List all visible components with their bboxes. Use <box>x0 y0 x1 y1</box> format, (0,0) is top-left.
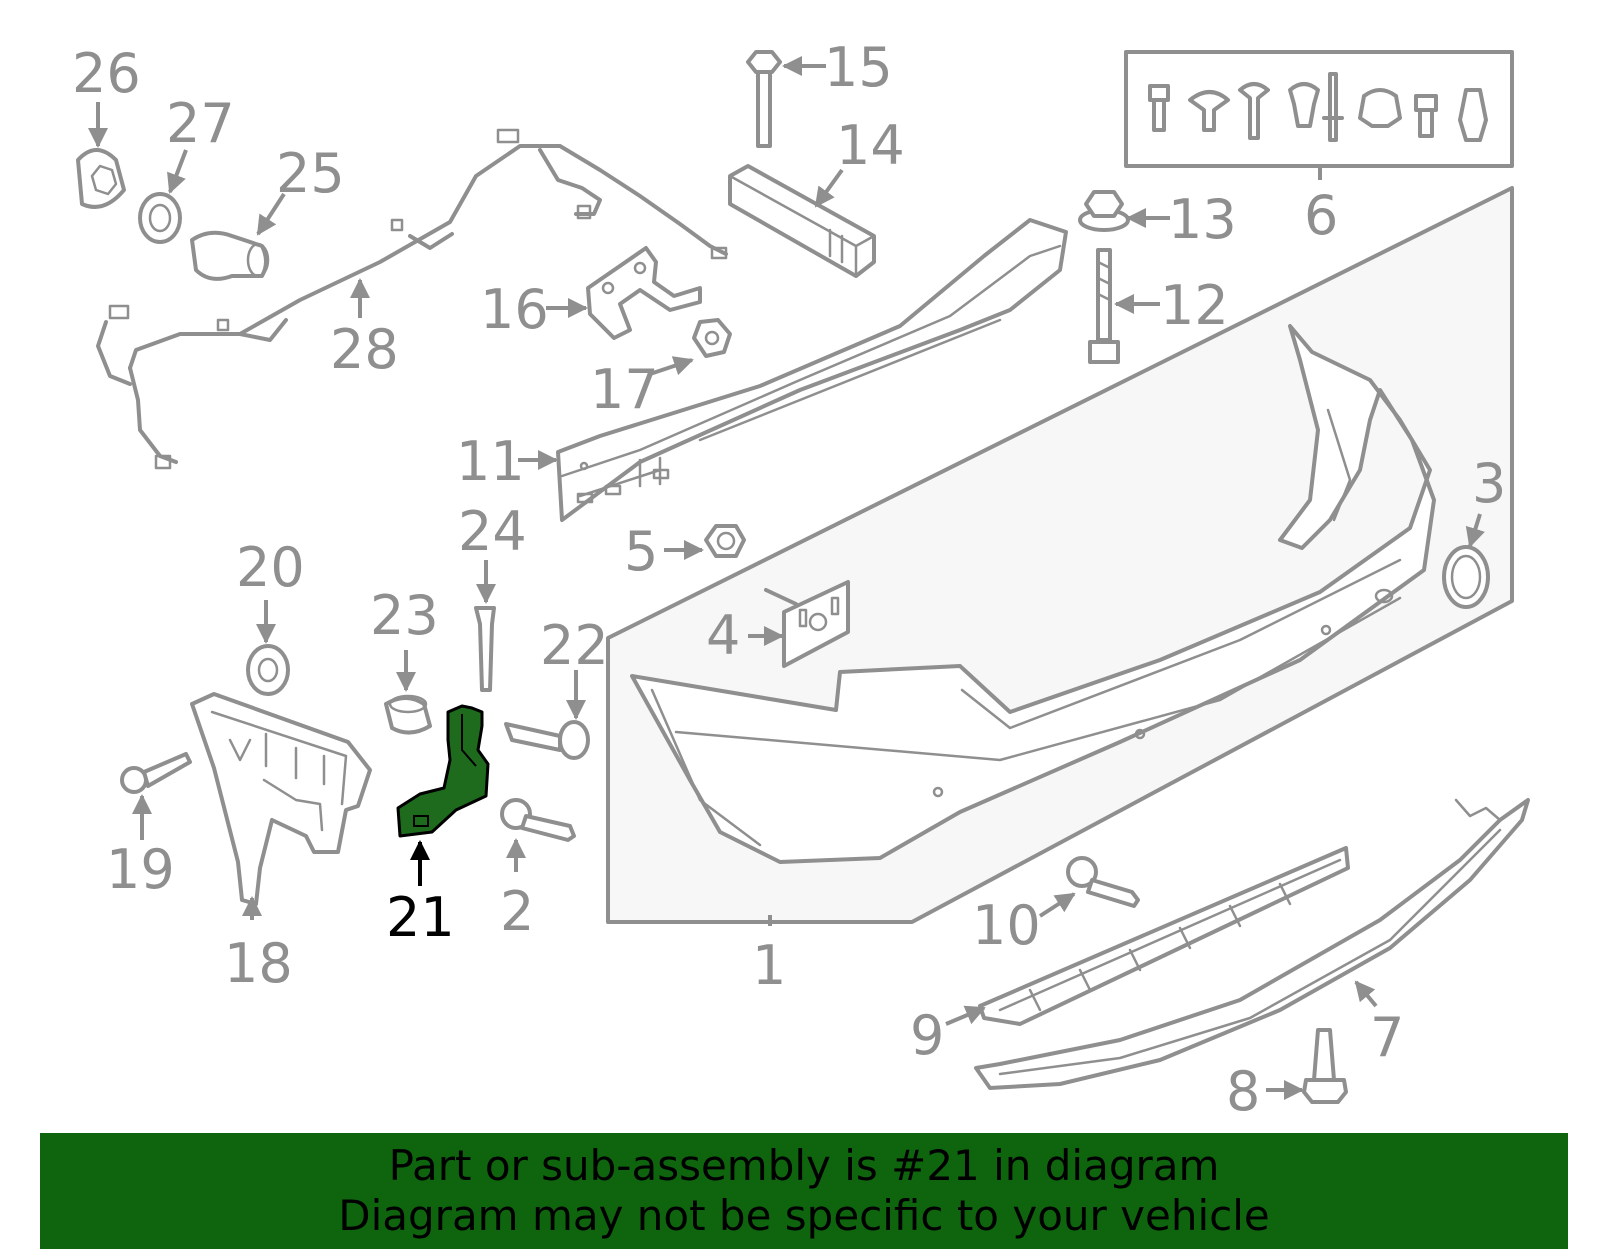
callout-22: 22 <box>540 614 609 677</box>
callout-8: 8 <box>1226 1060 1260 1123</box>
part-27-sensor-ring <box>138 192 182 244</box>
callout-25: 25 <box>276 142 345 205</box>
callout-5: 5 <box>624 520 658 583</box>
callout-27: 27 <box>166 92 235 155</box>
part-8-screw <box>1302 1028 1348 1104</box>
part-7-valance <box>974 798 1530 1090</box>
callout-6: 6 <box>1304 184 1338 247</box>
part-25-sensor <box>190 230 270 281</box>
part-2-screw <box>500 798 576 842</box>
part-14-absorber <box>728 164 876 278</box>
callout-20: 20 <box>236 536 305 599</box>
part-22-screw <box>504 720 590 760</box>
banner-line-part: Part or sub-assembly is #21 in diagram <box>388 1141 1220 1190</box>
callout-24: 24 <box>458 500 527 563</box>
callout-1: 1 <box>752 934 786 997</box>
part-19-bolt <box>120 752 192 794</box>
part-17-push-nut <box>692 318 732 358</box>
callout-15: 15 <box>824 36 893 99</box>
callout-10: 10 <box>972 894 1041 957</box>
callout-16: 16 <box>480 278 549 341</box>
callout-13: 13 <box>1168 188 1237 251</box>
callout-labels: 1 2 3 4 5 6 7 8 9 10 11 12 13 14 15 16 1… <box>72 36 1506 1123</box>
part-20-washer <box>246 644 290 696</box>
part-16-bracket <box>586 246 702 340</box>
callout-12: 12 <box>1160 274 1229 337</box>
callout-18: 18 <box>224 932 293 995</box>
part-3-plug <box>1442 545 1490 609</box>
part-24-pin <box>474 606 496 692</box>
part-11-reinforcement-beam <box>556 218 1068 522</box>
callout-28: 28 <box>330 318 399 381</box>
callout-19: 19 <box>106 838 175 901</box>
part-23-grommet <box>384 694 432 735</box>
callout-26: 26 <box>72 42 141 105</box>
callout-2: 2 <box>500 880 534 943</box>
info-banner: Part or sub-assembly is #21 in diagram D… <box>40 1133 1568 1249</box>
callout-11: 11 <box>456 430 525 493</box>
part-10-bolt <box>1066 856 1140 908</box>
callout-21: 21 <box>386 886 455 949</box>
leader-lines <box>88 56 1485 1100</box>
part-4-bracket <box>764 580 850 668</box>
callout-4: 4 <box>706 604 740 667</box>
callout-14: 14 <box>836 114 905 177</box>
part-6-fastener-kit <box>1124 50 1514 168</box>
part-5-nut <box>704 524 746 558</box>
callout-3: 3 <box>1472 452 1506 515</box>
callout-23: 23 <box>370 584 439 647</box>
part-13-flange-nut <box>1078 190 1130 232</box>
callout-9: 9 <box>910 1004 944 1067</box>
callout-17: 17 <box>590 358 659 421</box>
part-18-side-bracket <box>190 692 372 906</box>
banner-line-disclaimer: Diagram may not be specific to your vehi… <box>338 1191 1270 1240</box>
part-26-sensor-holder <box>76 148 126 209</box>
part-21-bracket-highlighted <box>396 704 490 838</box>
part-12-long-bolt <box>1088 248 1120 364</box>
callout-7: 7 <box>1370 1006 1404 1069</box>
part-15-bolt <box>746 50 782 148</box>
part-28-wiring-harness <box>96 128 728 470</box>
part-1-bumper-cover <box>606 186 1514 924</box>
